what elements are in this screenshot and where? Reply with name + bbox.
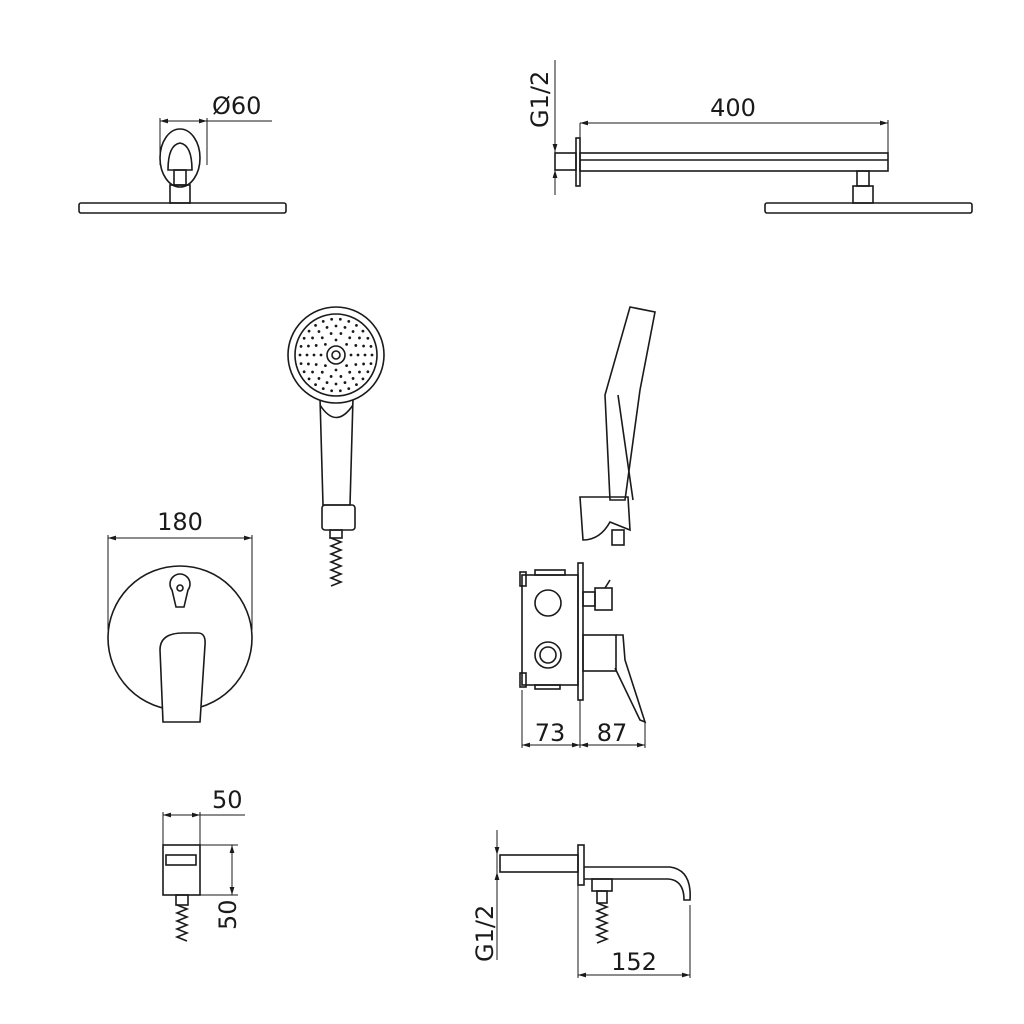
mixer-front: 180 <box>107 508 253 723</box>
nozzle-dot <box>307 377 311 381</box>
overhead-shower-front: Ø60 <box>78 92 287 214</box>
nozzle-dot <box>349 353 353 357</box>
nozzle-dot <box>334 368 338 372</box>
nozzle-dot <box>307 344 310 348</box>
nozzle-dot <box>355 383 358 387</box>
nozzle-dot <box>355 323 358 327</box>
nozzle-dot <box>311 370 314 374</box>
nozzle-dot <box>366 336 370 340</box>
nozzle-dot <box>347 387 351 391</box>
nozzle-dot <box>329 332 333 335</box>
nozzle-dot <box>362 344 365 348</box>
nozzle-dot <box>305 353 309 357</box>
bath-spout: G1/2 152 <box>471 830 691 978</box>
nozzle-dot <box>317 377 321 380</box>
nozzle-dot <box>321 387 325 391</box>
nozzle-dot <box>329 375 333 378</box>
nozzle-dot <box>361 377 365 381</box>
dim-mixer-depth-body: 73 <box>535 719 566 747</box>
nozzle-dot <box>311 336 314 340</box>
nozzle-dot <box>330 317 334 321</box>
hand-shower-front <box>287 306 385 587</box>
nozzle-dot <box>338 317 342 321</box>
nozzle-dot <box>302 370 306 374</box>
hand-shower-side <box>579 306 656 546</box>
nozzle-dot <box>362 362 365 366</box>
dim-arm-length: 400 <box>710 94 756 122</box>
nozzle-dot <box>317 330 321 333</box>
nozzle-dot <box>366 370 370 374</box>
nozzle-dot <box>343 326 347 329</box>
nozzle-dot <box>338 389 342 393</box>
nozzle-dot <box>299 362 303 366</box>
dim-holder-height: 50 <box>214 899 242 930</box>
nozzle-dot <box>369 344 373 348</box>
nozzle-dot <box>345 364 349 368</box>
nozzle-dot <box>358 370 361 374</box>
nozzle-dot <box>347 319 351 323</box>
overhead-shower-side: G1/2 400 <box>526 60 973 214</box>
nozzle-dot <box>334 382 338 386</box>
nozzle-dot <box>334 338 338 342</box>
nozzle-dot <box>298 353 302 357</box>
nozzle-dot <box>348 336 352 340</box>
nozzle-dot <box>320 336 324 340</box>
nozzle-dot <box>361 329 365 333</box>
wall-outlet: 50 50 <box>162 786 245 942</box>
nozzle-dot <box>314 344 318 347</box>
nozzle-dot <box>299 344 303 348</box>
dim-spout-length: 152 <box>611 948 657 976</box>
nozzle-dot <box>314 383 317 387</box>
nozzle-dot <box>302 336 306 340</box>
nozzle-dot <box>348 370 352 374</box>
nozzle-dot <box>351 377 355 380</box>
nozzle-dot <box>314 323 317 327</box>
nozzle-dot <box>320 370 324 374</box>
dim-overhead-diameter: Ø60 <box>212 92 261 120</box>
nozzle-dot <box>307 362 310 366</box>
dim-spout-thread: G1/2 <box>471 905 499 962</box>
nozzle-dot <box>354 344 358 347</box>
nozzle-dot <box>370 353 374 357</box>
nozzle-dot <box>325 381 329 384</box>
nozzle-dot <box>339 375 343 378</box>
dim-holder-width: 50 <box>212 786 243 814</box>
nozzle-dot <box>323 364 327 368</box>
mixer-side: 73 87 <box>519 562 647 748</box>
nozzle-dot <box>307 329 311 333</box>
nozzle-dot <box>356 353 360 357</box>
nozzle-dot <box>325 326 329 329</box>
nozzle-dot <box>351 330 355 333</box>
nozzle-dot <box>314 363 318 366</box>
nozzle-dot <box>321 319 325 323</box>
nozzle-dot <box>345 342 349 346</box>
nozzle-dot <box>369 362 373 366</box>
nozzle-dot <box>319 353 323 357</box>
nozzle-dot <box>330 389 334 393</box>
nozzle-dot <box>354 363 358 366</box>
nozzle-dot <box>343 381 347 384</box>
nozzle-dot <box>363 353 367 357</box>
nozzle-dot <box>334 324 338 328</box>
dim-arm-thread: G1/2 <box>526 71 554 128</box>
dim-mixer-plate-width: 180 <box>157 508 203 536</box>
nozzle-dot <box>323 342 327 346</box>
nozzle-dot <box>358 336 361 340</box>
dim-mixer-depth-handle: 87 <box>597 719 628 747</box>
nozzle-dot <box>339 332 343 335</box>
nozzle-dot <box>312 353 316 357</box>
